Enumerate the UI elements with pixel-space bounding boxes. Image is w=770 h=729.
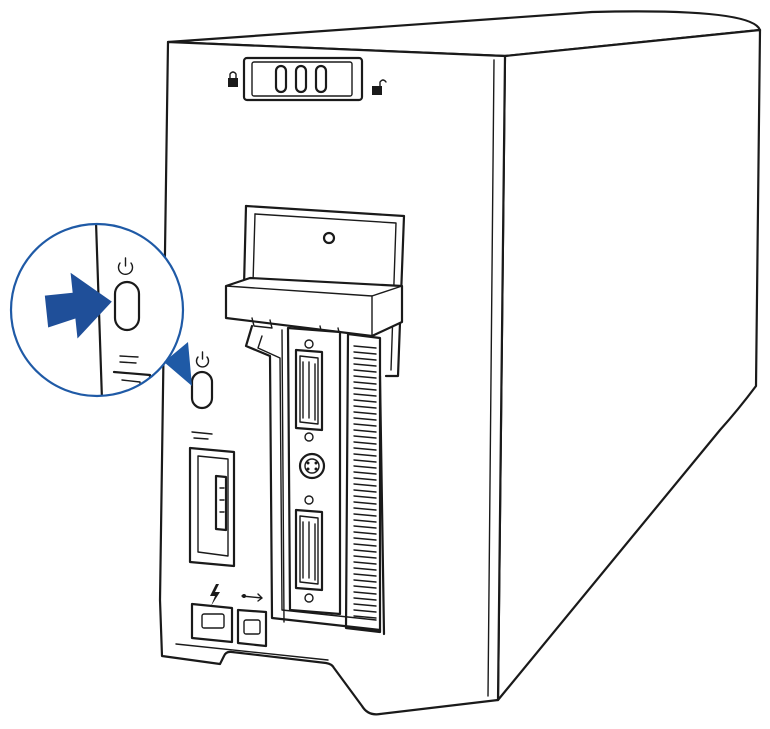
front-port-panel bbox=[188, 431, 236, 568]
vent-slat bbox=[353, 501, 377, 505]
vent-slat bbox=[353, 363, 377, 367]
dvi-port-bottom bbox=[294, 495, 324, 603]
vent-slat bbox=[353, 465, 377, 469]
vent-slat bbox=[353, 417, 377, 421]
vent-slat bbox=[353, 555, 377, 559]
vent-slat bbox=[353, 513, 377, 517]
vent-slat bbox=[353, 495, 377, 499]
usb-port bbox=[236, 608, 268, 648]
lock-closed-icon bbox=[228, 71, 238, 87]
vent-slat bbox=[353, 603, 377, 607]
vent-slat bbox=[353, 585, 377, 589]
vent-slat bbox=[353, 447, 377, 451]
vent-slat bbox=[353, 423, 377, 427]
vent-slat bbox=[353, 591, 377, 595]
vent-slat bbox=[353, 543, 377, 547]
vent-slat bbox=[353, 507, 377, 511]
vent-slat bbox=[353, 597, 377, 601]
vent-slat bbox=[353, 429, 377, 433]
power-button bbox=[190, 370, 214, 410]
svideo-port bbox=[298, 452, 326, 480]
vent-slat bbox=[353, 519, 377, 523]
vent-slat bbox=[353, 525, 377, 529]
vent-slat bbox=[353, 549, 377, 553]
drive-latch bbox=[242, 56, 364, 102]
enclosure-side-face bbox=[496, 28, 762, 702]
vent-slat bbox=[353, 393, 377, 397]
callout-pointer bbox=[164, 342, 192, 386]
vent-slat bbox=[353, 399, 377, 403]
vent-slat bbox=[353, 579, 377, 583]
vent-slat bbox=[353, 483, 377, 487]
vent-slat bbox=[353, 489, 377, 493]
vent-slat bbox=[353, 477, 377, 481]
thunderbolt-port bbox=[190, 602, 234, 644]
vent-slat bbox=[353, 471, 377, 475]
vent-slat bbox=[353, 435, 377, 439]
vent-slat bbox=[353, 441, 377, 445]
vent-slat bbox=[353, 561, 377, 565]
vent-slat bbox=[353, 453, 377, 457]
vent-slat bbox=[353, 459, 377, 463]
lock-open-icon bbox=[372, 79, 387, 95]
vent-slat bbox=[353, 573, 377, 577]
vent-slat bbox=[353, 405, 377, 409]
vent-slat bbox=[353, 351, 377, 355]
usb-icon bbox=[241, 593, 263, 602]
vent-slat bbox=[353, 609, 377, 613]
vent-slat bbox=[353, 381, 377, 385]
vent-slat bbox=[353, 615, 377, 619]
power-icon bbox=[195, 351, 210, 368]
vent-slat bbox=[353, 411, 377, 415]
vent-slat bbox=[353, 387, 377, 391]
thunderbolt-icon bbox=[210, 584, 220, 606]
graphics-card-panel bbox=[286, 326, 342, 616]
vent-grille bbox=[344, 332, 382, 634]
vent-slat bbox=[353, 567, 377, 571]
blue-arrow-icon bbox=[44, 272, 112, 339]
enclosure-body bbox=[158, 10, 762, 716]
vent-slat bbox=[353, 357, 377, 361]
vent-slat bbox=[353, 375, 377, 379]
vent-slat bbox=[353, 369, 377, 373]
dvi-port-top bbox=[294, 339, 324, 442]
vent-slat bbox=[353, 345, 377, 349]
vent-slat bbox=[353, 537, 377, 541]
vent-slat bbox=[353, 531, 377, 535]
